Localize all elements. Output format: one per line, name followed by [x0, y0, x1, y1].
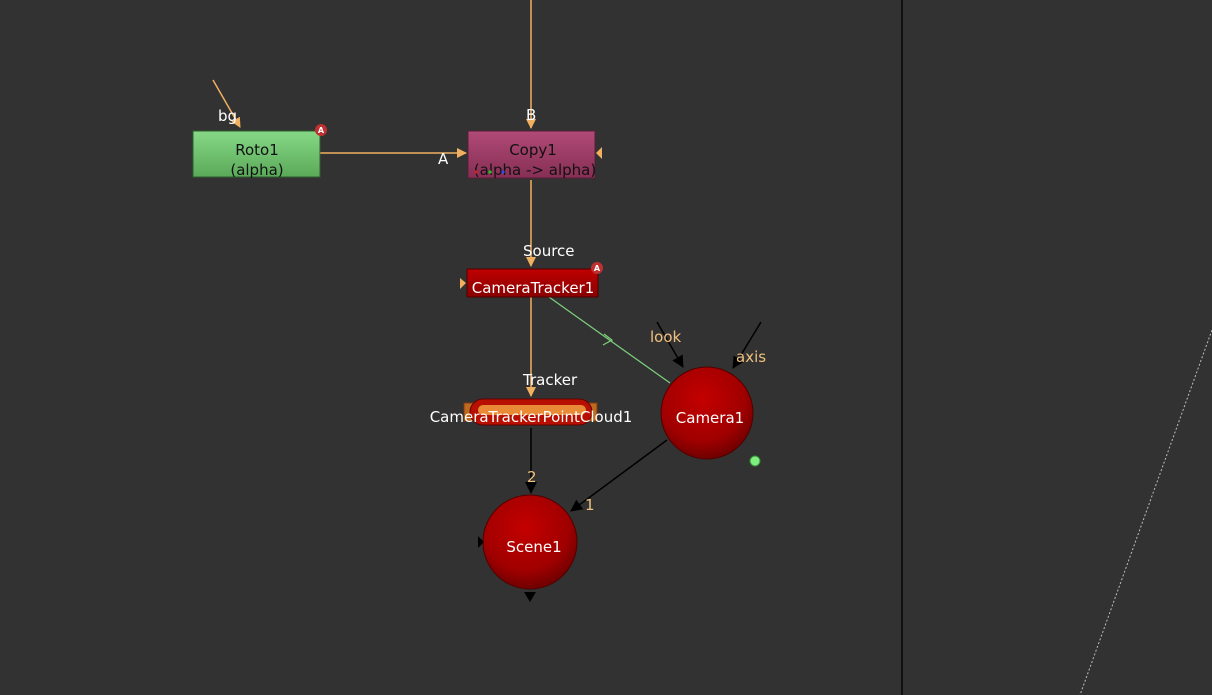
node-roto1-name: Roto1	[235, 141, 279, 159]
roto1-input-label: bg	[218, 107, 237, 125]
scene1-input-2-label: 2	[527, 468, 537, 486]
pipe-into-camera-look[interactable]	[656, 321, 684, 368]
pipe-green-chevron	[602, 333, 614, 346]
scene1-output-arrow-icon[interactable]	[524, 592, 536, 602]
node-camera1[interactable]: Camera1	[660, 366, 754, 460]
node-copy1-name: Copy1	[509, 141, 557, 159]
copy1-channel-dot-green	[488, 170, 492, 174]
node-copy1-sub: (alpha -> alpha)	[474, 161, 596, 179]
roto1-badge-icon	[315, 124, 327, 136]
node-cameratrackerpointcloud1[interactable]: CameraTrackerPointCloud1	[430, 398, 633, 426]
camera1-input-axis-label: axis	[736, 348, 766, 366]
scene1-input-1-label: 1	[585, 496, 595, 514]
cameratracker1-badge-letter: A	[594, 264, 601, 273]
pipe-camera-to-scene[interactable]	[570, 439, 668, 512]
copy1-channel-dot-blue	[501, 170, 505, 174]
backdrop-edge	[1079, 329, 1212, 695]
node-scene1-name: Scene1	[506, 538, 561, 556]
scene1-left-input-arrow-icon[interactable]	[478, 536, 484, 548]
copy1-input-a-label: A	[438, 150, 449, 168]
copy1-mask-input-arrow-icon[interactable]	[596, 147, 602, 159]
camera1-output-dot-icon[interactable]	[749, 455, 761, 467]
node-cameratracker1[interactable]: CameraTracker1 A	[460, 262, 603, 298]
pipe-cameratracker-to-camera[interactable]	[548, 296, 671, 384]
cameratracker1-badge-icon	[591, 262, 603, 274]
camera1-input-look-label: look	[650, 328, 682, 346]
node-copy1[interactable]: Copy1 (alpha -> alpha)	[467, 130, 602, 179]
node-cameratrackerpointcloud1-name: CameraTrackerPointCloud1	[430, 408, 633, 426]
copy1-channel-dot-red	[474, 170, 478, 174]
cameratracker1-left-input-arrow-icon[interactable]	[460, 278, 466, 289]
node-cameratracker1-name: CameraTracker1	[472, 279, 595, 297]
node-roto1-sub: (alpha)	[230, 161, 283, 179]
cameratracker1-input-label: Source	[523, 242, 575, 260]
pipe-into-camera-axis[interactable]	[732, 321, 762, 369]
pipe-into-roto-bg[interactable]	[212, 79, 241, 128]
node-roto1[interactable]: Roto1 (alpha) A	[192, 124, 327, 179]
node-scene1[interactable]: Scene1	[478, 494, 578, 602]
copy1-input-b-label: B	[526, 106, 536, 124]
roto1-badge-letter: A	[318, 126, 325, 135]
pointcloud-input-label: Tracker	[522, 371, 578, 389]
node-camera1-name: Camera1	[676, 409, 744, 427]
